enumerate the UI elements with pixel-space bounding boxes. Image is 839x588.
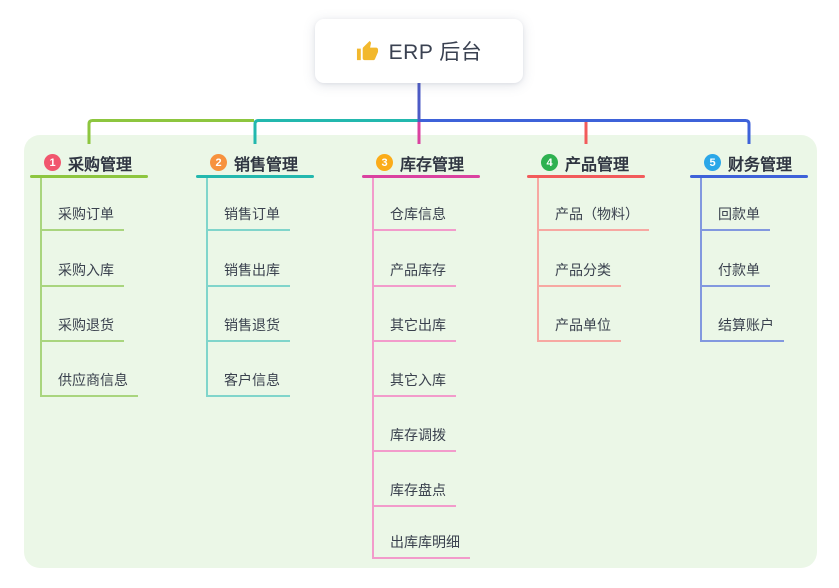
branch-node[interactable]: 5 财务管理 — [690, 149, 808, 176]
branch-underline — [690, 175, 808, 178]
branch-node[interactable]: 1 采购管理 — [30, 149, 148, 176]
child-node[interactable]: 产品（物料） — [537, 202, 649, 231]
child-node[interactable]: 结算账户 — [700, 313, 784, 342]
child-node[interactable]: 出库库明细 — [372, 530, 470, 559]
branch-rail-line — [372, 178, 374, 559]
child-node[interactable]: 采购退货 — [40, 313, 124, 342]
branch-rail-line — [40, 178, 42, 397]
branch-number-badge: 4 — [541, 154, 558, 171]
branch-underline — [196, 175, 314, 178]
branch-number-badge: 5 — [704, 154, 721, 171]
child-node[interactable]: 其它入库 — [372, 368, 456, 397]
thumbs-up-icon — [356, 40, 378, 60]
branch-title-label: 产品管理 — [565, 156, 630, 174]
child-node[interactable]: 产品库存 — [372, 258, 456, 287]
child-node[interactable]: 采购订单 — [40, 202, 124, 231]
branches-panel — [24, 135, 817, 568]
child-node[interactable]: 产品单位 — [537, 313, 621, 342]
branch-underline — [527, 175, 645, 178]
child-node[interactable]: 销售退货 — [206, 313, 290, 342]
branch-title-label: 财务管理 — [728, 156, 793, 174]
branch-rail-line — [700, 178, 702, 342]
branch-title-label: 采购管理 — [68, 156, 133, 174]
root-node[interactable]: ERP 后台 — [315, 19, 523, 83]
child-node[interactable]: 客户信息 — [206, 368, 290, 397]
child-node[interactable]: 其它出库 — [372, 313, 456, 342]
root-node-label: ERP 后台 — [388, 41, 483, 64]
branch-underline — [362, 175, 480, 178]
branch-node[interactable]: 3 库存管理 — [362, 149, 480, 176]
branch-number-badge: 2 — [210, 154, 227, 171]
child-node[interactable]: 付款单 — [700, 258, 770, 287]
branch-rail-line — [537, 178, 539, 342]
branch-rail-line — [206, 178, 208, 397]
child-node[interactable]: 销售订单 — [206, 202, 290, 231]
child-node[interactable]: 采购入库 — [40, 258, 124, 287]
child-node[interactable]: 库存盘点 — [372, 478, 456, 507]
child-node[interactable]: 产品分类 — [537, 258, 621, 287]
child-node[interactable]: 供应商信息 — [40, 368, 138, 397]
branch-node[interactable]: 2 销售管理 — [196, 149, 314, 176]
child-node[interactable]: 仓库信息 — [372, 202, 456, 231]
branch-title-label: 库存管理 — [400, 156, 465, 174]
child-node[interactable]: 销售出库 — [206, 258, 290, 287]
branch-number-badge: 1 — [44, 154, 61, 171]
child-node[interactable]: 回款单 — [700, 202, 770, 231]
branch-node[interactable]: 4 产品管理 — [527, 149, 645, 176]
branch-title-label: 销售管理 — [234, 156, 299, 174]
branch-number-badge: 3 — [376, 154, 393, 171]
child-node[interactable]: 库存调拨 — [372, 423, 456, 452]
branch-underline — [30, 175, 148, 178]
